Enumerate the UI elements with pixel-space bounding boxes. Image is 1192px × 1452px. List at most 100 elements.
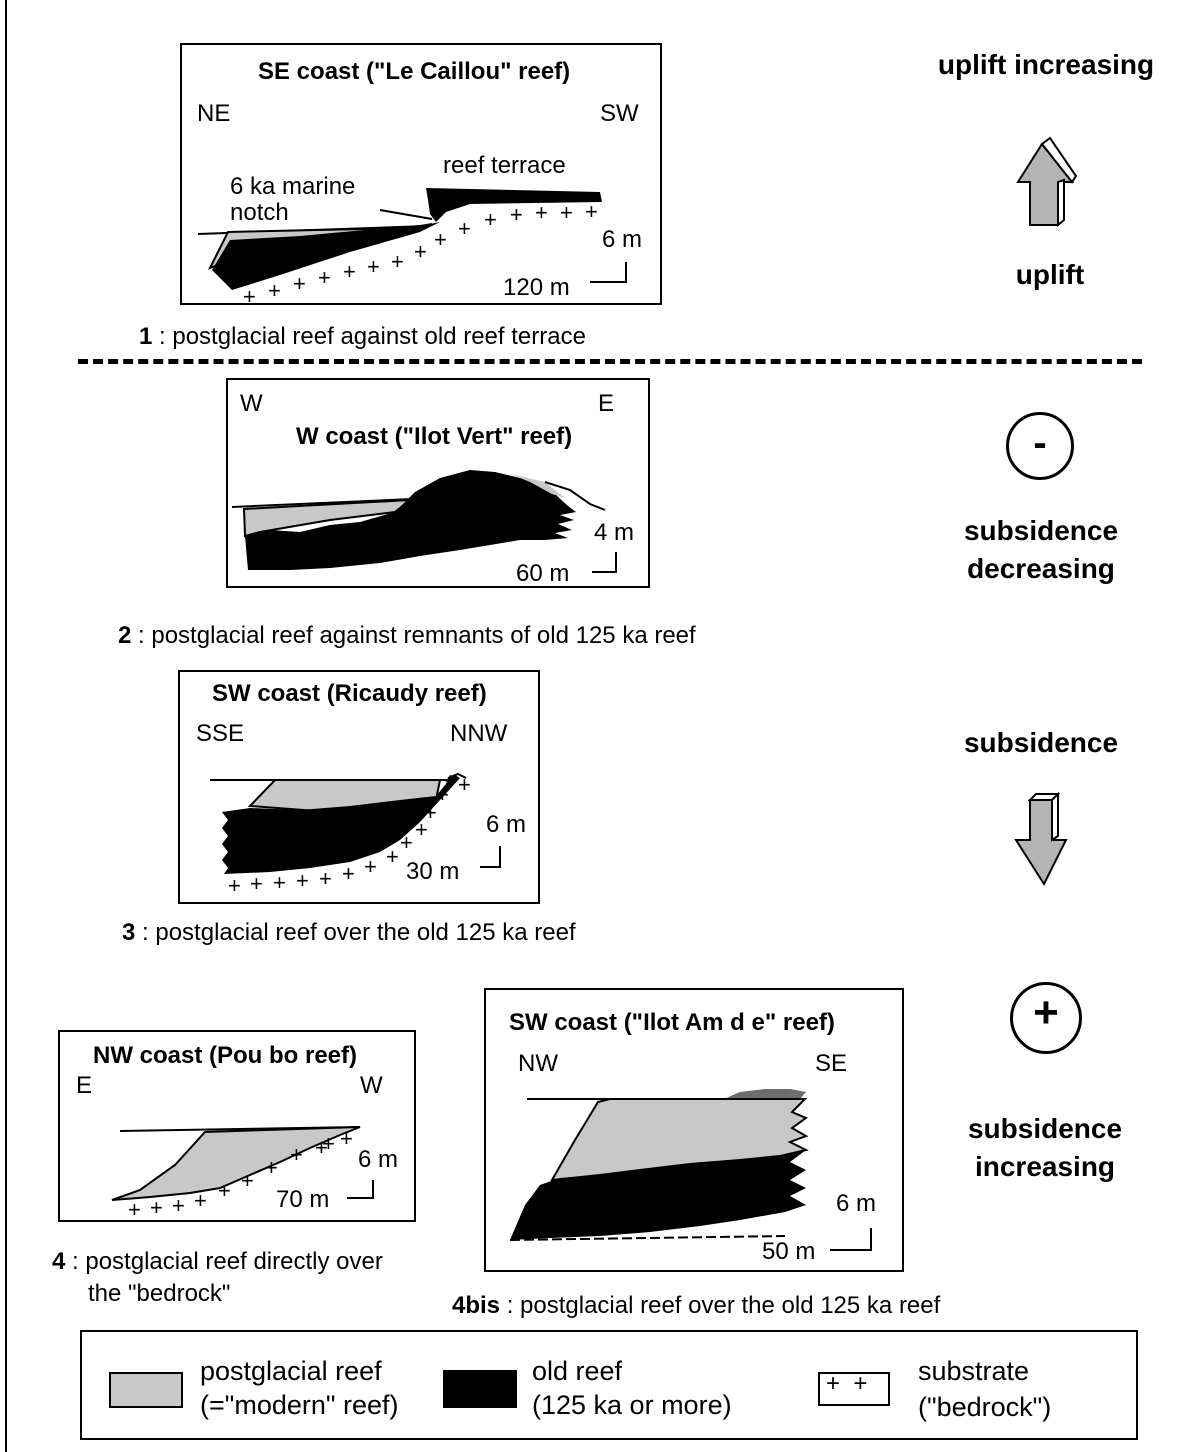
uplift-label: uplift	[1015, 259, 1085, 290]
panel-se-coast-scale-h: 120 m	[503, 274, 570, 301]
panel-sw-ilot-amedee-title: SW coast ("Ilot Am d e" reef)	[509, 1009, 835, 1036]
subsidence-decreasing-line2: decreasing	[967, 553, 1115, 584]
panel-se-coast-dir-left: NE	[197, 100, 231, 127]
panel-sw-ricaudy-dir-left: SSE	[196, 720, 245, 747]
panel-sw-ricaudy-title: SW coast (Ricaudy reef)	[212, 680, 487, 707]
plus-symbol: +	[1033, 988, 1059, 1037]
panel-sw-ilot-amedee-scale-v: 6 m	[836, 1190, 877, 1217]
notch-label-line1: 6 ka marine	[230, 173, 356, 200]
old-reef-body	[510, 1150, 806, 1240]
panel-w-coast-scale-v: 4 m	[594, 519, 635, 546]
bedrock-crosses: +++ +++ +++ ++	[128, 1126, 353, 1222]
panel-nw-coast	[58, 1030, 416, 1222]
svg-text:+: +	[218, 1178, 231, 1203]
panel-se-coast-title: SE coast ("Le Caillou" reef)	[258, 58, 571, 85]
svg-text:+: +	[560, 200, 573, 225]
legend-postglacial-line2: (="modern" reef)	[200, 1390, 399, 1420]
left-border-line	[5, 0, 7, 1452]
panel-w-coast-title: W coast ("Ilot Vert" reef)	[296, 423, 573, 450]
subsidence-decreasing-line1: subsidence	[963, 515, 1119, 546]
modern-reef-cap	[724, 1089, 806, 1099]
svg-text:+: +	[343, 259, 356, 284]
caption-4-line2: the "bedrock"	[88, 1280, 231, 1307]
bedrock-crosses: +++ +++ +++ +++ +++	[243, 199, 598, 309]
subsidence-increasing-line1: subsidence	[967, 1113, 1123, 1144]
postglacial-cap	[510, 474, 565, 498]
panel-nw-coast-dir-left: E	[76, 1072, 93, 1099]
panel-w-coast-dir-right: E	[598, 390, 615, 417]
plus-circle-icon	[1010, 982, 1082, 1054]
scale-bar	[592, 552, 617, 573]
panel-nw-coast-dir-right: W	[360, 1072, 383, 1099]
scale-bar	[347, 1180, 374, 1199]
svg-text:+: +	[386, 844, 399, 869]
panel-se-coast-dir-right: SW	[600, 100, 639, 127]
caption-2-number: 2	[118, 622, 132, 649]
uplift-subsidence-separator	[78, 359, 1142, 364]
legend-swatch-substrate	[818, 1372, 890, 1406]
panel-w-coast-dir-left: W	[240, 390, 263, 417]
terrace-label: reef terrace	[443, 152, 566, 179]
notch-pointer	[379, 209, 433, 220]
svg-text:+: +	[340, 1126, 353, 1151]
old-reef-body	[222, 775, 460, 874]
caption-4bis-text: : postglacial reef over the old 125 ka r…	[500, 1292, 941, 1319]
svg-text:+: +	[322, 1131, 335, 1156]
caption-1-number: 1	[139, 323, 153, 350]
svg-text:+: +	[415, 817, 428, 842]
uplift-increasing-label: uplift increasing	[937, 49, 1155, 80]
panel-nw-coast-scale-h: 70 m	[276, 1186, 330, 1213]
minus-symbol: -	[1033, 421, 1047, 465]
panel-sw-ricaudy-scale-h: 30 m	[406, 858, 460, 885]
legend-swatch-old-reef	[443, 1370, 517, 1408]
scale-bar	[590, 262, 627, 283]
caption-4bis-number: 4bis	[452, 1292, 501, 1319]
svg-text:+: +	[434, 227, 447, 252]
panel-se-coast-scale-v: 6 m	[602, 226, 643, 253]
caption-2: 2 : postglacial reef against remnants of…	[118, 622, 696, 650]
caption-1-text: : postglacial reef against old reef terr…	[152, 323, 586, 350]
panel-sw-ricaudy-scale-v: 6 m	[486, 811, 527, 838]
caption-3: 3 : postglacial reef over the old 125 ka…	[122, 919, 576, 947]
svg-text:+: +	[250, 871, 263, 896]
svg-text:+: +	[228, 873, 241, 898]
svg-text:+: +	[296, 868, 309, 893]
svg-text:+: +	[290, 1142, 303, 1167]
svg-text:+: +	[319, 866, 332, 891]
svg-text:+: +	[367, 254, 380, 279]
panel-sw-ricaudy-dir-right: NNW	[450, 720, 508, 747]
svg-text:+: +	[458, 772, 471, 797]
panel-nw-coast-title: NW coast (Pou bo reef)	[93, 1042, 358, 1069]
svg-text:+: +	[172, 1193, 185, 1218]
svg-text:+: +	[444, 768, 457, 793]
panel-sw-ilot-amedee-scale-h: 50 m	[762, 1238, 816, 1265]
svg-text:+: +	[391, 249, 404, 274]
svg-text:+: +	[436, 782, 449, 807]
caption-4-line1: 4 : postglacial reef directly over	[52, 1248, 383, 1276]
svg-text:+: +	[510, 202, 523, 227]
legend-substrate-line2: ("bedrock")	[918, 1392, 1052, 1422]
old-reef-base	[509, 1235, 786, 1241]
old-reef-body	[245, 470, 576, 570]
postglacial-reef-body	[111, 1126, 361, 1201]
reef-terrace-body	[426, 188, 602, 222]
caption-1: 1 : postglacial reef against old reef te…	[139, 323, 586, 351]
bedrock-crosses: +++ +++ +++ +++ ++	[228, 768, 471, 898]
svg-text:+: +	[484, 207, 497, 232]
panel-sw-ilot-amedee-dir-right: SE	[815, 1050, 848, 1077]
reef-surface-line	[544, 481, 606, 511]
svg-text:+: +	[315, 1135, 328, 1160]
panel-w-coast-scale-h: 60 m	[516, 560, 570, 587]
svg-text:+: +	[268, 278, 281, 303]
caption-4-number: 4	[52, 1248, 66, 1275]
svg-text:+: +	[414, 239, 427, 264]
caption-3-text: : postglacial reef over the old 125 ka r…	[135, 919, 576, 946]
subsidence-increasing-line2: increasing	[974, 1151, 1116, 1182]
minus-circle-icon	[1006, 412, 1074, 480]
legend-swatch-postglacial	[109, 1372, 183, 1408]
legend-old-line2: (125 ka or more)	[532, 1390, 732, 1420]
